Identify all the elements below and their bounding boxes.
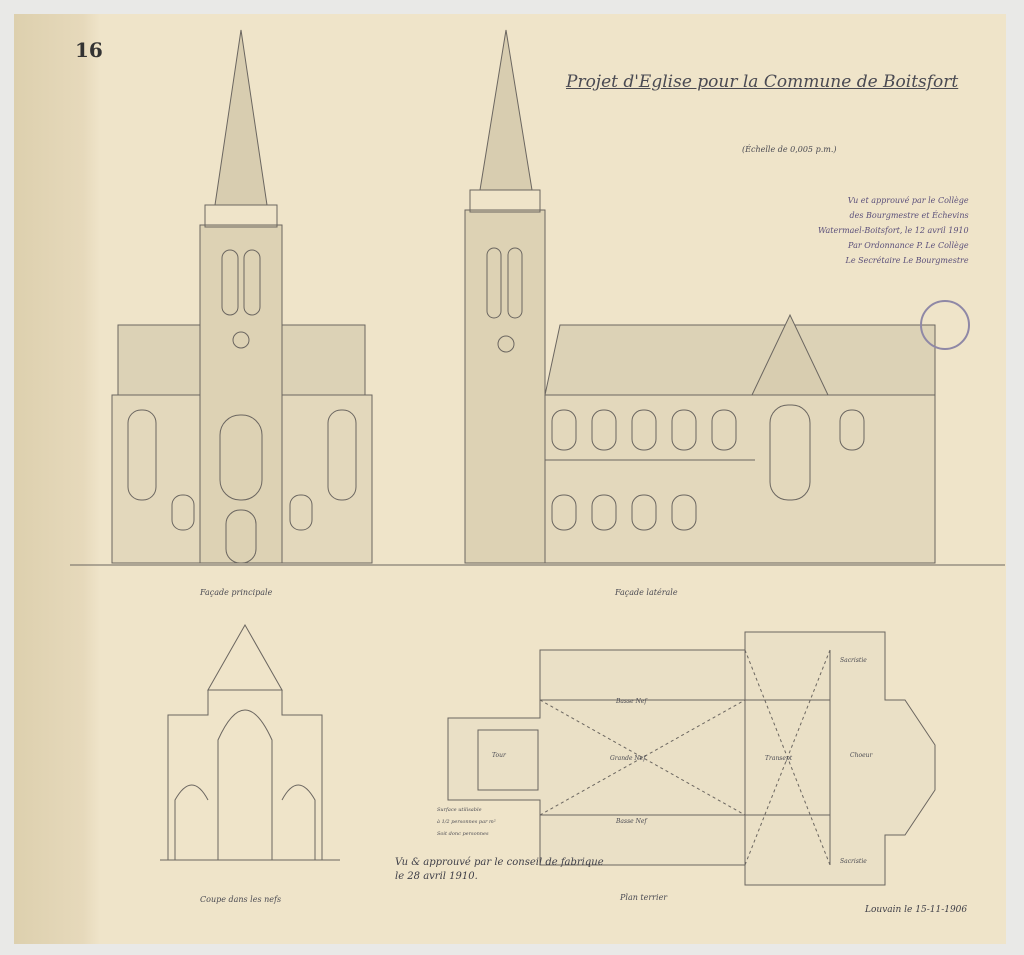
note-line: Vu & approuvé par le conseil de fabrique [395, 857, 604, 868]
plan-label: Choeur [850, 752, 873, 759]
plan-label: Transept [765, 755, 793, 762]
note-line: Soit donc personnes [437, 831, 489, 837]
note-line: Surface utilisable [437, 807, 482, 813]
approval-line: des Bourgmestre et Échevins [849, 211, 969, 220]
approval-line: Le Secrétaire Le Bourgmestre [845, 256, 969, 265]
plan-label: Sacristie [840, 858, 867, 865]
approval-line: Par Ordonnance P. Le Collège [848, 241, 969, 250]
caption-section: Coupe dans les nefs [200, 895, 282, 904]
side-facade [464, 29, 936, 564]
plan-label: Tour [492, 752, 506, 759]
caption-side-facade: Façade latérale [615, 588, 678, 597]
caption-plan: Plan terrier [620, 893, 668, 902]
paper-edge-strip [14, 14, 100, 944]
official-seal [920, 300, 970, 350]
ground-plan [447, 631, 936, 886]
scale-note: (Échelle de 0,005 p.m.) [742, 145, 837, 154]
note-line: à 1/2 personnes par m² [437, 819, 496, 825]
note-line: le 28 avril 1910. [395, 871, 478, 882]
approval-line: Watermael-Boitsfort, le 12 avril 1910 [818, 226, 969, 235]
approval-line: Vu et approuvé par le Collège [847, 196, 969, 205]
plan-label: Sacristie [840, 657, 867, 664]
fabrique-approval: Vu & approuvé par le conseil de fabrique… [395, 856, 604, 884]
signature-date: Louvain le 15-11-1906 [865, 905, 968, 915]
drawing-title: Projet d'Eglise pour la Commune de Boits… [566, 72, 959, 92]
plan-label: Basse Nef [616, 698, 647, 705]
sheet-number: 16 [75, 38, 103, 62]
capacity-notes: Surface utilisable à 1/2 personnes par m… [437, 804, 496, 840]
caption-front-facade: Façade principale [200, 588, 273, 597]
front-facade [111, 29, 373, 564]
side-windows [551, 409, 865, 531]
plan-label: Basse Nef [616, 818, 647, 825]
cross-section [160, 623, 340, 861]
college-approval: Vu et approuvé par le Collège des Bourgm… [818, 193, 969, 268]
plan-label: Grande Nef [610, 755, 646, 762]
